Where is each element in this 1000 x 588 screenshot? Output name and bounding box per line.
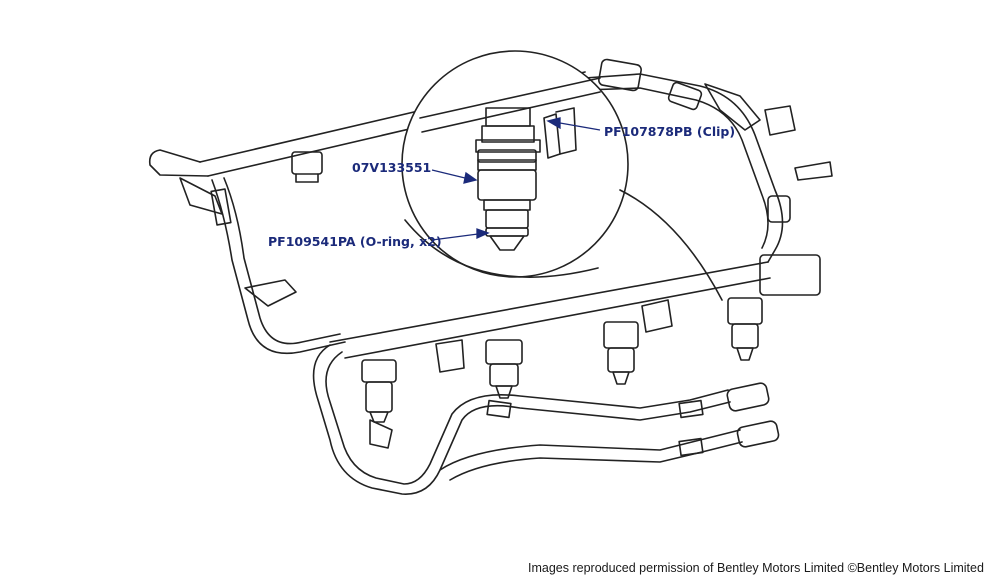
injector-5 [361, 359, 397, 449]
injector-part-label: 07V133551 [352, 160, 432, 175]
injector-leader-line [431, 169, 478, 184]
clip-leader-line [546, 117, 601, 131]
injector-2 [291, 151, 323, 183]
oring-leader-line [431, 228, 490, 241]
lower-fuel-hoses [312, 344, 780, 495]
magnified-view [401, 50, 723, 301]
clip-part-label: PF107878PB (Clip) [604, 124, 736, 139]
injector-6 [435, 339, 523, 399]
right-fuel-connections [584, 58, 833, 296]
injector-7 [603, 299, 673, 385]
injector-8 [727, 297, 763, 361]
copyright-credit: Images reproduced permission of Bentley … [528, 561, 984, 575]
left-fuel-pipe [179, 177, 346, 354]
oring-part-label: PF109541PA (O-ring, x2) [268, 234, 442, 249]
